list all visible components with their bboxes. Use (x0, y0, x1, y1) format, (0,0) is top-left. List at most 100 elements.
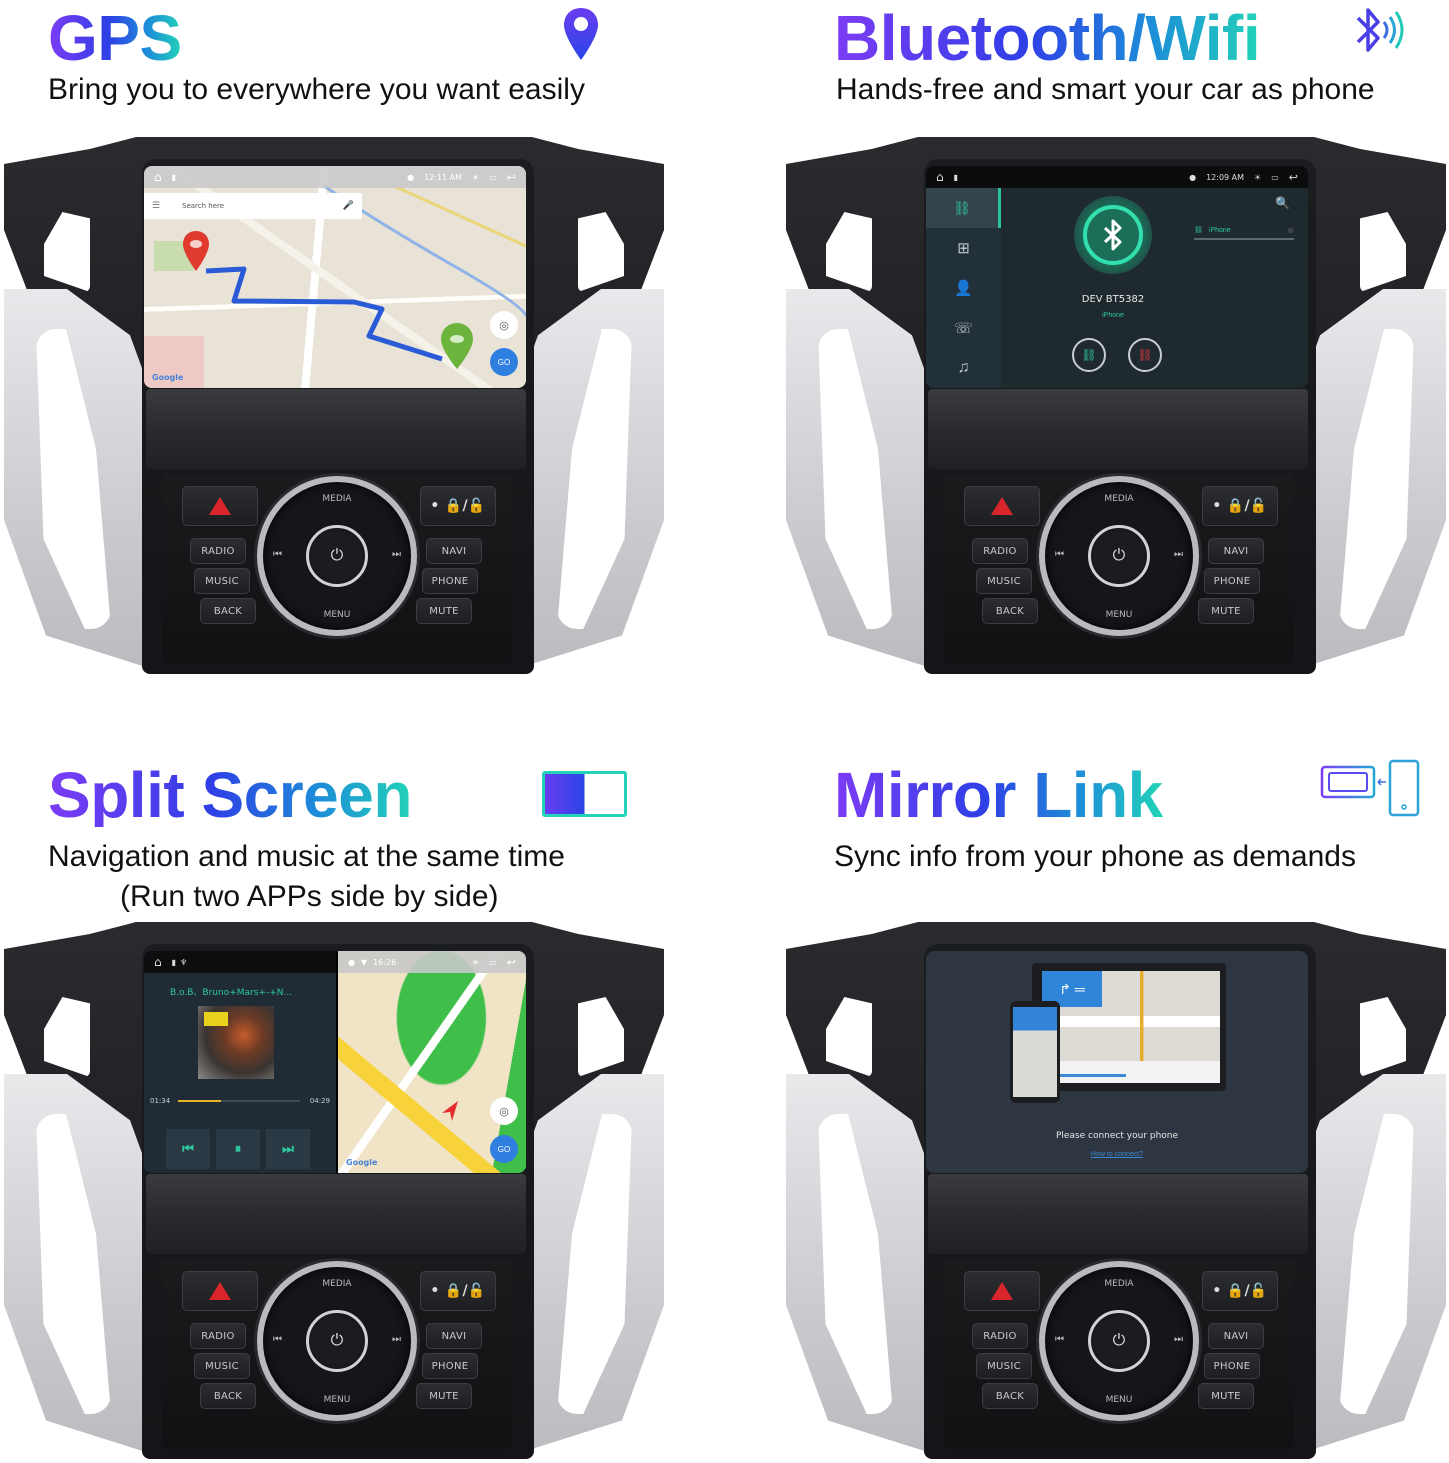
map-search-bar[interactable]: ☰ Search here 🎤 (144, 193, 362, 219)
menu-label[interactable]: MENU (1105, 1395, 1133, 1405)
microphone-icon[interactable]: 🎤 (342, 201, 354, 211)
radio-button[interactable]: RADIO (972, 538, 1028, 564)
prev-track-icon[interactable]: ⏮ (273, 549, 282, 560)
go-button[interactable]: GO (490, 348, 518, 376)
phone-button[interactable]: PHONE (1204, 568, 1260, 594)
hazard-button[interactable] (964, 1271, 1040, 1311)
next-track-icon[interactable]: ⏭ (1174, 1334, 1183, 1345)
sidebar-item-contacts[interactable]: 👤 (926, 268, 1001, 308)
lock-button[interactable]: • 🔒/🔓 (1202, 1271, 1278, 1311)
prev-track-icon[interactable]: ⏮ (1055, 549, 1064, 560)
my-location-button[interactable]: ◎ (490, 1097, 518, 1125)
phone-illustration (1010, 1001, 1060, 1103)
menu-icon[interactable]: ☰ (152, 201, 161, 211)
screen-bluetooth[interactable]: ⌂ ▮ ● 12:09 AM ☀ ▭ ↩ ⛓ ⊞ 👤 ☏ ♫ (926, 166, 1308, 388)
hazard-button[interactable] (182, 486, 258, 526)
power-button[interactable]: ⏻ (1088, 1310, 1150, 1372)
navi-button[interactable]: NAVI (1208, 1323, 1264, 1349)
rotary-knob[interactable]: MEDIA ⏮ ⏭ MENU ⏻ (1039, 476, 1199, 636)
progress-slider[interactable] (178, 1100, 300, 1102)
remove-icon[interactable]: ⊗ (1287, 225, 1294, 235)
recent-apps-icon[interactable]: ▭ (489, 957, 497, 967)
music-button[interactable]: MUSIC (976, 1353, 1032, 1379)
hazard-button[interactable] (964, 486, 1040, 526)
back-icon[interactable]: ↩ (506, 170, 516, 184)
sidebar-item-link[interactable]: ⛓ (926, 188, 1001, 228)
go-button[interactable]: GO (490, 1135, 518, 1163)
next-track-icon[interactable]: ⏭ (1174, 549, 1183, 560)
media-label[interactable]: MEDIA (322, 494, 352, 504)
navi-button[interactable]: NAVI (1208, 538, 1264, 564)
lock-button[interactable]: • 🔒/🔓 (420, 486, 496, 526)
screen-split[interactable]: ⌂ ▮ ♆ B.o.B、Bruno+Mars+-+N... 01:34 04:2… (144, 951, 526, 1173)
mute-button[interactable]: MUTE (416, 598, 472, 624)
sidebar-item-dialpad[interactable]: ⊞ (926, 228, 1001, 268)
phone-button[interactable]: PHONE (422, 568, 478, 594)
power-button[interactable]: ⏻ (306, 1310, 368, 1372)
brightness-icon[interactable]: ☀ (1254, 172, 1262, 182)
how-to-connect-link[interactable]: How to connect? (1090, 1151, 1144, 1158)
music-pane[interactable]: ⌂ ▮ ♆ B.o.B、Bruno+Mars+-+N... 01:34 04:2… (144, 951, 336, 1173)
brightness-icon[interactable]: ☀ (472, 172, 480, 182)
pause-button[interactable]: ⏸ (216, 1129, 260, 1169)
radio-button[interactable]: RADIO (972, 1323, 1028, 1349)
media-label[interactable]: MEDIA (1104, 1279, 1134, 1289)
music-button[interactable]: MUSIC (194, 568, 250, 594)
menu-label[interactable]: MENU (323, 1395, 351, 1405)
back-button[interactable]: BACK (200, 598, 256, 624)
back-button[interactable]: BACK (982, 1383, 1038, 1409)
mute-button[interactable]: MUTE (416, 1383, 472, 1409)
media-label[interactable]: MEDIA (1104, 494, 1134, 504)
prev-track-icon[interactable]: ⏮ (1055, 1334, 1064, 1345)
disconnect-button[interactable]: ⛓ (1128, 338, 1162, 372)
search-input[interactable]: Search here (182, 202, 225, 210)
prev-button[interactable]: ⏮ (166, 1129, 210, 1169)
rotary-knob[interactable]: MEDIA ⏮ ⏭ MENU ⏻ (257, 476, 417, 636)
home-icon[interactable]: ⌂ (154, 955, 162, 969)
paired-device-item[interactable]: ⛓ iPhone ⊗ (1194, 222, 1294, 240)
prev-track-icon[interactable]: ⏮ (273, 1334, 282, 1345)
sidebar-item-music[interactable]: ♫ (926, 348, 1001, 388)
menu-label[interactable]: MENU (1105, 610, 1133, 620)
connect-button[interactable]: ⛓ (1072, 338, 1106, 372)
radio-button[interactable]: RADIO (190, 538, 246, 564)
navi-button[interactable]: NAVI (426, 1323, 482, 1349)
screen-gps[interactable]: ⌂ ▮ ● 12:11 AM ☀ ▭ ↩ ☰ Search here 🎤 ◎ G… (144, 166, 526, 388)
lock-button[interactable]: • 🔒/🔓 (1202, 486, 1278, 526)
split-screen-icon (542, 771, 627, 817)
rotary-knob[interactable]: MEDIA ⏮ ⏭ MENU ⏻ (257, 1261, 417, 1421)
hazard-button[interactable] (182, 1271, 258, 1311)
next-track-icon[interactable]: ⏭ (392, 549, 401, 560)
search-icon[interactable]: 🔍 (1275, 196, 1290, 210)
phone-button[interactable]: PHONE (422, 1353, 478, 1379)
navi-button[interactable]: NAVI (426, 538, 482, 564)
mute-button[interactable]: MUTE (1198, 598, 1254, 624)
mute-button[interactable]: MUTE (1198, 1383, 1254, 1409)
power-button[interactable]: ⏻ (306, 525, 368, 587)
power-button[interactable]: ⏻ (1088, 525, 1150, 587)
music-button[interactable]: MUSIC (194, 1353, 250, 1379)
rotary-knob[interactable]: MEDIA ⏮ ⏭ MENU ⏻ (1039, 1261, 1199, 1421)
screen-mirror-link[interactable]: ↱ ═ Please connect your phone How to con… (926, 951, 1308, 1173)
back-icon[interactable]: ↩ (506, 955, 516, 969)
back-button[interactable]: BACK (982, 598, 1038, 624)
brightness-icon[interactable]: ☀ (472, 957, 480, 967)
recent-apps-icon[interactable]: ▭ (489, 172, 497, 182)
link-icon: ⛓ (1194, 227, 1203, 234)
recent-apps-icon[interactable]: ▭ (1271, 172, 1279, 182)
music-button[interactable]: MUSIC (976, 568, 1032, 594)
phone-button[interactable]: PHONE (1204, 1353, 1260, 1379)
home-icon[interactable]: ⌂ (154, 170, 162, 184)
map-pane[interactable]: ● ▼ 16:26 ☀ ▭ ↩ ◎ GO Google (338, 951, 526, 1173)
next-track-icon[interactable]: ⏭ (392, 1334, 401, 1345)
back-icon[interactable]: ↩ (1288, 170, 1298, 184)
menu-label[interactable]: MENU (323, 610, 351, 620)
lock-button[interactable]: • 🔒/🔓 (420, 1271, 496, 1311)
sidebar-item-call-log[interactable]: ☏ (926, 308, 1001, 348)
back-button[interactable]: BACK (200, 1383, 256, 1409)
radio-button[interactable]: RADIO (190, 1323, 246, 1349)
media-label[interactable]: MEDIA (322, 1279, 352, 1289)
home-icon[interactable]: ⌂ (936, 170, 944, 184)
next-button[interactable]: ⏭ (266, 1129, 310, 1169)
my-location-button[interactable]: ◎ (490, 311, 518, 339)
